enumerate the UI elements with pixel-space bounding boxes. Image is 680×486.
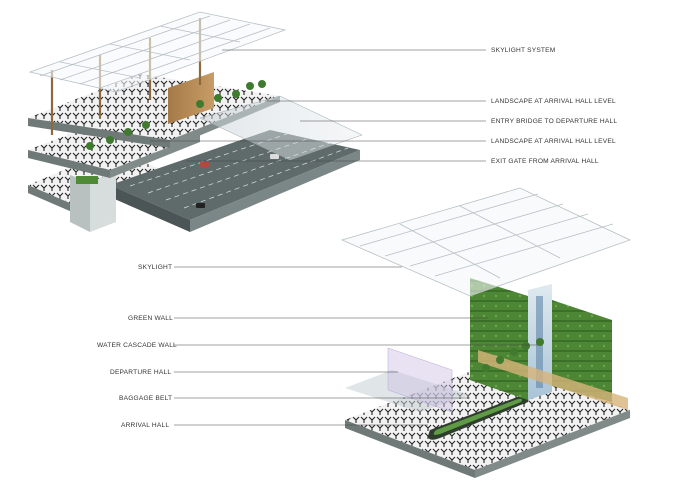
skylight-system	[28, 11, 287, 93]
top-model	[28, 11, 363, 232]
palm-trees-lower	[482, 338, 544, 372]
entry-bridge	[199, 95, 363, 161]
car	[270, 154, 279, 159]
wood-base	[478, 350, 628, 410]
baggage-belt	[428, 394, 529, 440]
departure-hall-glass	[387, 347, 453, 413]
wood-facade	[168, 72, 214, 124]
car	[200, 162, 209, 167]
green-wall-left	[470, 278, 528, 400]
label-green-wall: GREEN WALL	[128, 315, 173, 322]
label-skylight: SKYLIGHT	[138, 264, 172, 271]
skylight-lower	[340, 187, 632, 297]
bottom-model	[340, 187, 632, 478]
label-arrival-hall: ARRIVAL HALL	[121, 422, 169, 429]
label-exit-gate: EXIT GATE FROM ARRIVAL HALL	[491, 158, 599, 165]
green-wall-right	[552, 300, 612, 402]
departure-hall-plane	[345, 370, 470, 412]
label-departure-hall: DEPARTURE HALL	[110, 369, 171, 376]
exit-gate-block	[70, 172, 116, 232]
label-baggage-belt: BAGGAGE BELT	[119, 395, 172, 402]
label-skylight-system: SKYLIGHT SYSTEM	[491, 47, 555, 54]
label-landscape-arrival-1: LANDSCAPE AT ARRIVAL HALL LEVEL	[491, 98, 616, 105]
label-entry-bridge: ENTRY BRIDGE TO DEPARTURE HALL	[491, 118, 617, 125]
palm-trees	[86, 80, 266, 150]
label-landscape-arrival-2: LANDSCAPE AT ARRIVAL HALL LEVEL	[491, 138, 616, 145]
label-water-cascade: WATER CASCADE WALL	[97, 342, 177, 349]
car	[196, 203, 205, 208]
annotations: SKYLIGHT SYSTEM LANDSCAPE AT ARRIVAL HAL…	[97, 47, 617, 429]
